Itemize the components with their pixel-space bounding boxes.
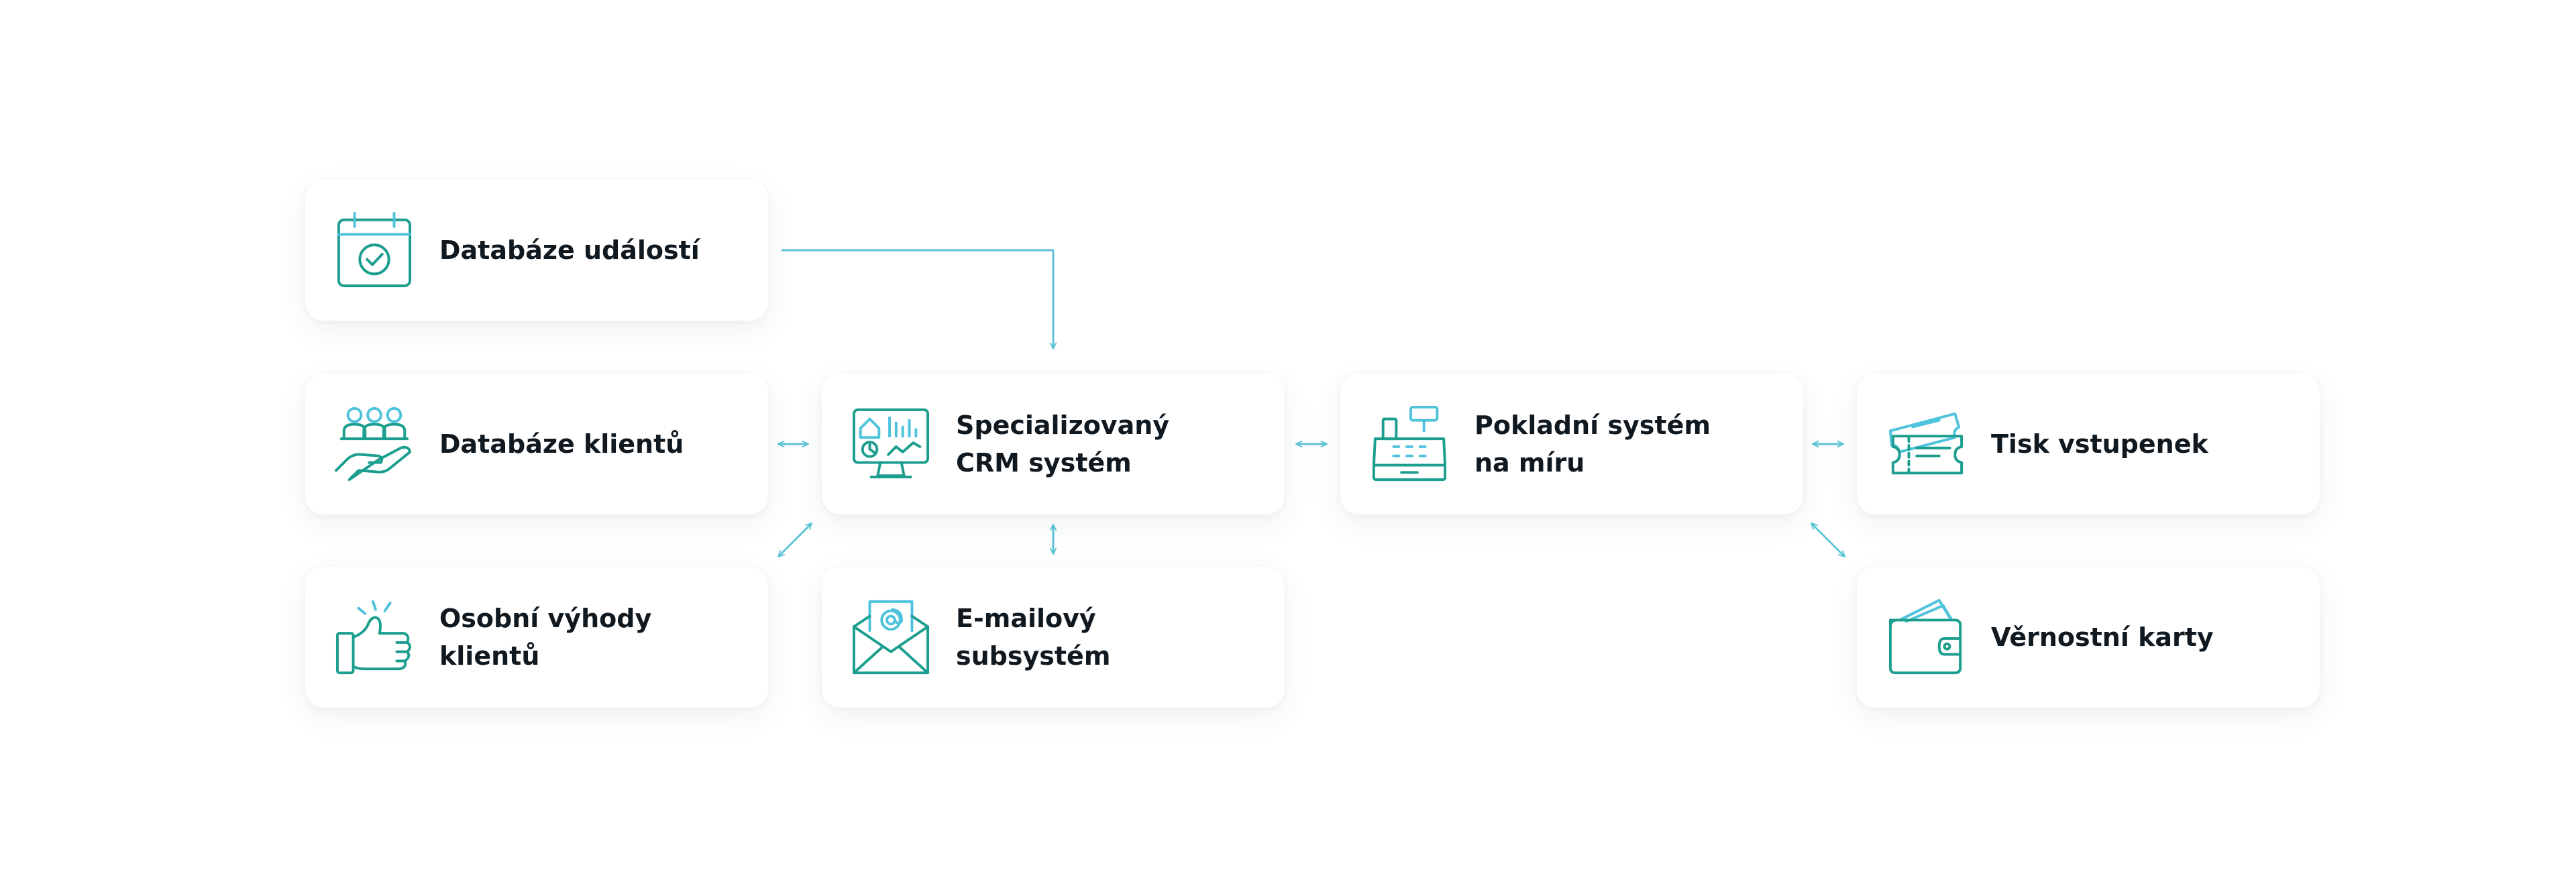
node-pos-system[interactable]: Pokladní systém na míru [1340,374,1803,514]
monitor-dashboard-icon [851,404,930,484]
node-label: Databáze klientů [439,429,684,459]
connector-events-to-crm [782,249,1053,349]
tickets-icon [1886,404,1966,484]
node-client-benefits[interactable]: Osobní výhody klientů [305,567,768,708]
connector-crm-benefits [778,523,812,557]
node-events-database[interactable]: Databáze událostí [305,180,768,321]
connector-pos-loyalty [1811,523,1845,557]
node-clients-database[interactable]: Databáze klientů [305,374,768,514]
node-email-subsystem[interactable]: E-mailový subsystém [822,567,1285,708]
node-ticket-printing[interactable]: Tisk vstupenek [1857,374,2320,514]
node-crm-system[interactable]: Specializovaný CRM systém [822,374,1285,514]
cash-register-icon [1370,404,1449,484]
node-label: Věrnostní karty [1991,622,2214,652]
node-label: Specializovaný CRM systém [956,411,1170,478]
node-label: Databáze událostí [439,235,700,265]
calendar-check-icon [335,211,414,290]
node-label: E-mailový subsystém [956,604,1111,671]
people-on-hand-icon [335,404,414,484]
thumbs-up-icon [335,598,414,677]
node-label: Tisk vstupenek [1991,429,2208,459]
wallet-cards-icon [1886,598,1966,677]
node-loyalty-cards[interactable]: Věrnostní karty [1857,567,2320,708]
node-label: Osobní výhody klientů [439,604,652,671]
node-label: Pokladní systém na míru [1474,411,1711,478]
email-envelope-icon [851,598,930,677]
